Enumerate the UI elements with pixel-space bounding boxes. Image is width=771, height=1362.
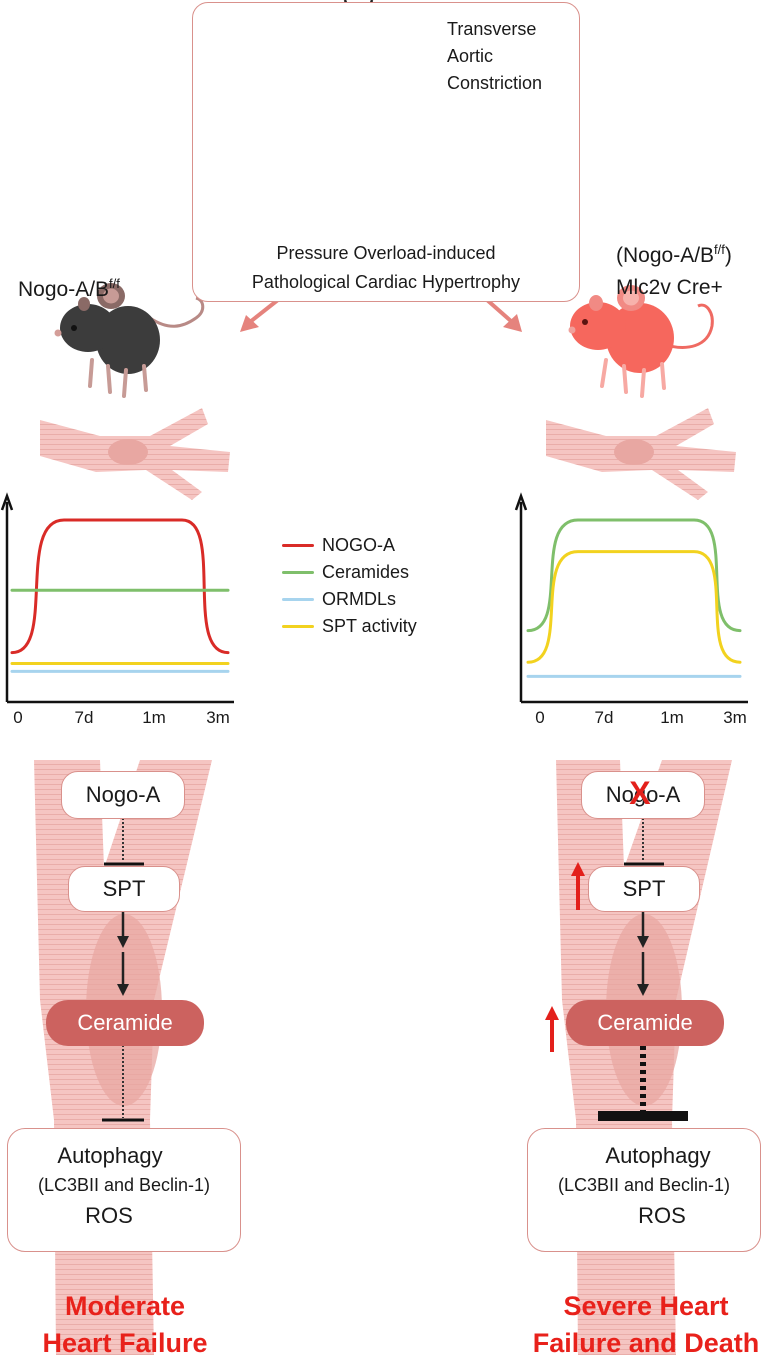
legend-swatch — [282, 598, 314, 601]
right-tick-label: 3m — [723, 708, 747, 727]
arrow-to-right-panel-head — [503, 314, 522, 332]
left-autophagy-box: Autophagy (LC3BII and Beclin-1) ROS — [7, 1128, 241, 1252]
arrow-to-left-panel-head — [240, 315, 259, 332]
hypertrophy-caption-line1: Pressure Overload-induced — [276, 243, 496, 263]
right-series-spt-activity — [526, 550, 742, 664]
tac-procedure-box — [192, 2, 580, 302]
mouse-control-icon — [54, 283, 205, 398]
right-tick-label: 7d — [594, 708, 614, 727]
legend-item-ormdls: ORMDLs — [282, 586, 417, 613]
right-mouse-label: (Nogo-A/Bf/f) Mlc2v Cre+ — [616, 242, 732, 299]
left-series-nogo-a — [10, 518, 230, 655]
knockout-x-icon: X — [629, 775, 651, 812]
legend-item-nogo-a: NOGO-A — [282, 532, 417, 559]
right-outcome: Severe Heart Failure and Death — [532, 1291, 760, 1358]
right-tick-label: 0 — [535, 708, 545, 727]
legend-item-ceramides: Ceramides — [282, 559, 417, 586]
right-tick-label: 1m — [660, 708, 684, 727]
left-chart-axes — [0, 492, 234, 704]
left-tick-label: 0 — [13, 708, 23, 727]
left-ceramide-node: Ceramide — [46, 1000, 204, 1046]
cardiomyocyte-small-right — [546, 408, 736, 500]
right-autophagy-label: Autophagy — [605, 1143, 711, 1168]
left-autophagy-label: Autophagy — [57, 1143, 163, 1168]
legend-item-spt-activity: SPT activity — [282, 613, 417, 640]
left-nogo-a-node: Nogo-A — [61, 771, 185, 819]
left-tick-label: 3m — [206, 708, 230, 727]
left-tick-label: 1m — [142, 708, 166, 727]
left-chart-series — [10, 518, 230, 673]
right-chart-series — [526, 518, 742, 678]
right-ceramide-up-arrow — [545, 1006, 559, 1052]
right-autophagy-box: Autophagy (LC3BII and Beclin-1) ROS — [527, 1128, 761, 1252]
right-ros-label: ROS — [638, 1203, 686, 1228]
right-chart-axes — [514, 492, 748, 704]
right-ceramide-node: Ceramide — [566, 1000, 724, 1046]
right-pathway-arrows — [598, 818, 688, 1121]
right-markers-label: (LC3BII and Beclin-1) — [557, 1175, 731, 1195]
legend-swatch — [282, 571, 314, 574]
left-mouse-label: Nogo-A/Bf/f — [18, 276, 120, 301]
cardiomyocyte-small-left — [40, 408, 230, 500]
right-spt-node: SPT — [588, 866, 700, 912]
right-spt-up-arrow — [571, 862, 585, 910]
legend-swatch — [282, 544, 314, 547]
left-tick-label: 7d — [74, 708, 94, 727]
legend-swatch — [282, 625, 314, 628]
hypertrophy-caption-line2: Pathological Cardiac Hypertrophy — [251, 272, 521, 292]
mouse-knockout-icon — [568, 285, 714, 398]
left-pathway-arrows — [102, 818, 144, 1122]
chart-legend: NOGO-A Ceramides ORMDLs SPT activity — [282, 532, 417, 640]
right-series-ceramides — [526, 518, 742, 633]
left-outcome: Moderate Heart Failure — [42, 1291, 208, 1358]
left-ros-label: ROS — [85, 1203, 133, 1228]
left-spt-node: SPT — [68, 866, 180, 912]
tac-procedure-label: Transverse Aortic Constriction — [447, 19, 543, 93]
left-markers-label: (LC3BII and Beclin-1) — [37, 1175, 211, 1195]
